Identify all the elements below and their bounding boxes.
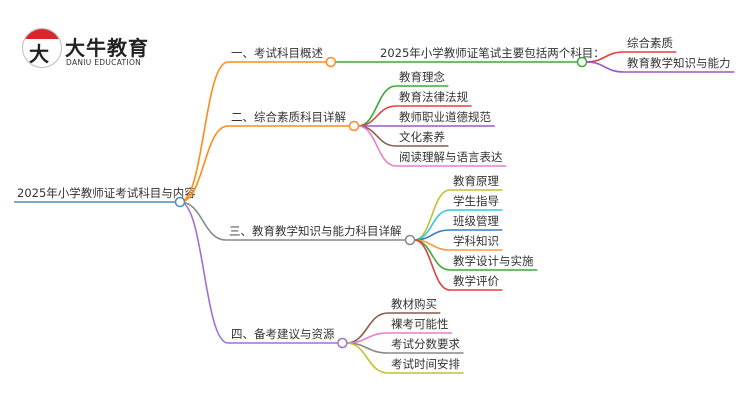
leaf-topic[interactable]: 教学评价 <box>453 274 499 288</box>
leaf-connector <box>413 239 451 291</box>
collapse-toggle[interactable] <box>325 56 337 68</box>
branch-connector <box>179 201 229 344</box>
logo-mark: 大牛 <box>22 28 62 68</box>
logo: 大牛 大牛教育 DANIU EDUCATION <box>22 28 152 74</box>
leaf-connector <box>357 105 397 127</box>
leaf-connector <box>346 342 389 374</box>
leaf-topic[interactable]: 学生指导 <box>453 194 499 208</box>
leaf-topic[interactable]: 考试分数要求 <box>391 337 460 351</box>
collapse-toggle[interactable] <box>348 120 360 132</box>
leaf-connector <box>413 189 451 241</box>
leaf-topic[interactable]: 教育原理 <box>453 174 499 188</box>
subtopic[interactable]: 2025年小学教师证笔试主要包括两个科目： <box>380 46 605 60</box>
root-collapse-toggle[interactable] <box>174 196 186 208</box>
leaf-topic[interactable]: 裸考可能性 <box>391 317 449 331</box>
branch-connector <box>179 201 227 241</box>
leaf-topic[interactable]: 阅读理解与语言表达 <box>399 150 503 164</box>
leaf-connector <box>585 61 625 73</box>
logo-name: 大牛教育 <box>65 36 149 60</box>
leaf-topic[interactable]: 学科知识 <box>453 234 499 248</box>
leaf-connector <box>357 125 397 167</box>
logo-glyph: 大牛 <box>29 42 49 66</box>
collapse-toggle[interactable] <box>337 337 348 349</box>
branch-topic[interactable]: 二、综合素质科目详解 <box>231 110 346 124</box>
leaf-connector <box>357 125 397 147</box>
branch-topic[interactable]: 一、考试科目概述 <box>231 46 323 60</box>
branch-connector <box>179 61 229 203</box>
root-topic[interactable]: 2025年小学教师证考试科目与内容 <box>17 186 196 200</box>
leaf-topic[interactable]: 班级管理 <box>453 214 499 228</box>
leaf-topic[interactable]: 教育理念 <box>399 70 445 84</box>
leaf-topic[interactable]: 教材购买 <box>391 297 437 311</box>
collapse-toggle[interactable] <box>404 234 416 246</box>
branch-topic[interactable]: 三、教育教学知识与能力科目详解 <box>229 224 402 238</box>
leaf-topic[interactable]: 考试时间安排 <box>391 357 460 371</box>
collapse-toggle[interactable] <box>576 56 588 68</box>
branch-topic[interactable]: 四、备考建议与资源 <box>231 327 335 341</box>
leaf-topic[interactable]: 教学设计与实施 <box>453 254 534 268</box>
branch-connector <box>179 125 229 203</box>
leaf-topic[interactable]: 教育教学知识与能力 <box>627 56 731 70</box>
leaf-topic[interactable]: 文化素养 <box>399 130 445 144</box>
leaf-topic[interactable]: 综合素质 <box>627 36 673 50</box>
leaf-topic[interactable]: 教育法律法规 <box>399 90 468 104</box>
leaf-topic[interactable]: 教师职业道德规范 <box>399 110 491 124</box>
logo-subtitle: DANIU EDUCATION <box>66 58 142 67</box>
